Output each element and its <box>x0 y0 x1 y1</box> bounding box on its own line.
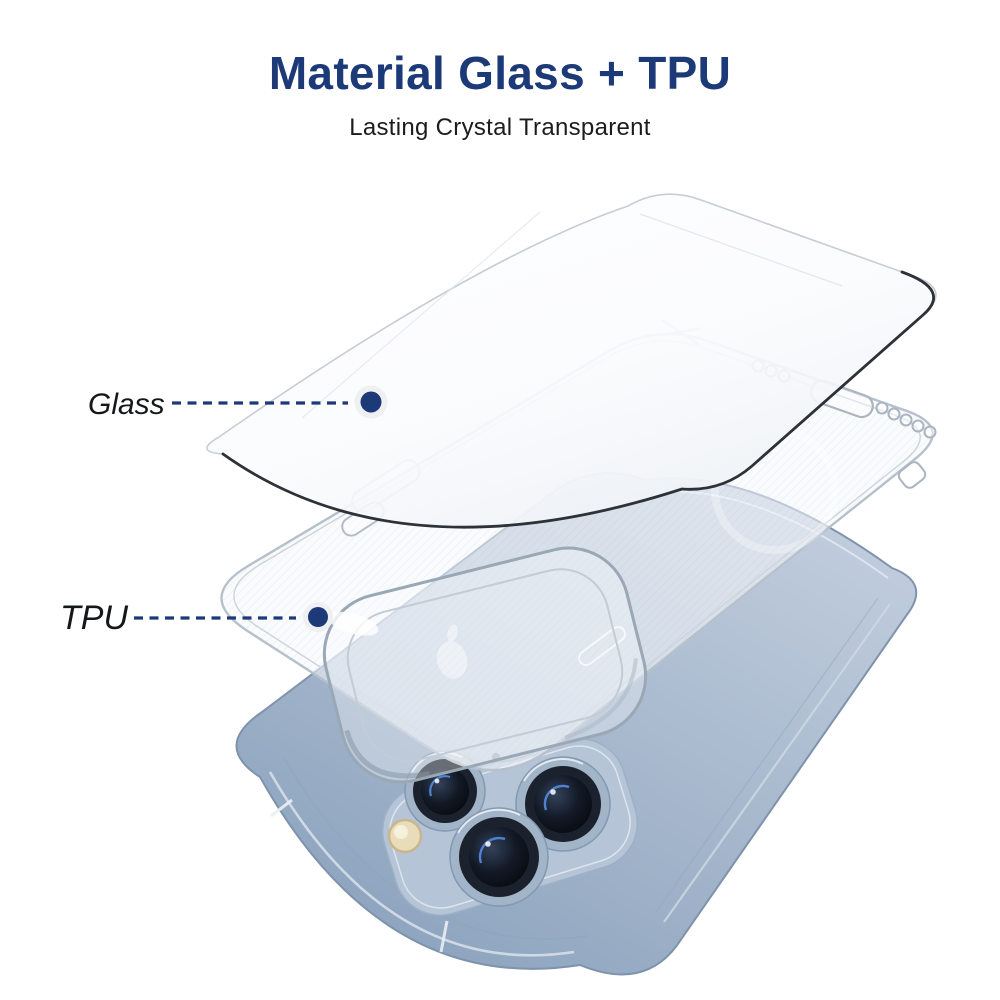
antenna-lines <box>270 798 449 953</box>
tpu-callout: TPU <box>60 599 333 637</box>
page-title: Material Glass + TPU <box>268 47 732 99</box>
glass-reflection-line <box>639 213 843 287</box>
glass-dark-edge <box>221 270 935 529</box>
tpu-callout-dot <box>308 607 328 627</box>
glass-screen-protector <box>206 193 937 529</box>
case-speaker-holes-right <box>875 401 937 439</box>
camera-lens-top-right <box>515 756 611 852</box>
phone-right-frame-band <box>663 603 891 923</box>
glass-reflection-line-2 <box>301 211 541 419</box>
glass-callout-dot <box>360 391 382 413</box>
case-camera-cutout <box>322 546 648 784</box>
camera-lens-bottom <box>449 807 549 907</box>
glass-callout: Glass <box>88 385 388 421</box>
camera-flash <box>387 818 423 854</box>
phone-bottom-frame-band <box>268 771 575 957</box>
phone-right-frame-line <box>655 597 879 913</box>
glass-callout-label: Glass <box>88 388 165 421</box>
page-subtitle: Lasting Crystal Transparent <box>349 114 651 141</box>
case-mute-switch-cutout <box>897 461 927 489</box>
case-side-button-outline <box>578 625 626 667</box>
tpu-callout-label: TPU <box>60 599 128 637</box>
